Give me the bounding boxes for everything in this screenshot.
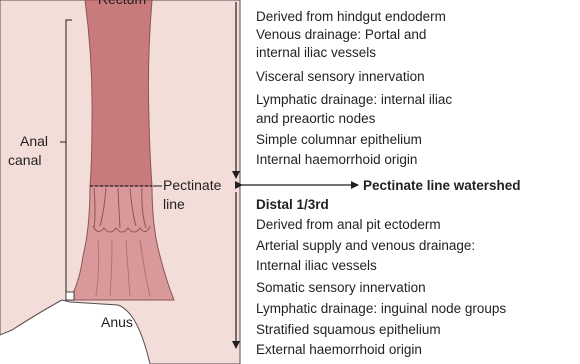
canal-label: canal — [8, 152, 41, 169]
proximal-item-8: Internal haemorrhoid origin — [256, 151, 417, 169]
distal-item-3: Internal iliac vessels — [256, 257, 377, 275]
proximal-item-6: and preaortic nodes — [256, 110, 375, 128]
watershed-label: Pectinate line watershed — [363, 177, 521, 195]
proximal-item-3: internal iliac vessels — [256, 44, 376, 62]
distal-title: Distal 1/3rd — [256, 196, 329, 214]
proximal-item-2: Venous drainage: Portal and — [256, 26, 426, 44]
proximal-item-5: Lymphatic drainage: internal iliac — [256, 91, 452, 109]
distal-item-7: External haemorrhoid origin — [256, 341, 422, 359]
proximal-item-1: Derived from hindgut endoderm — [256, 8, 446, 26]
rectum-shape — [85, 0, 152, 186]
proximal-item-4: Visceral sensory innervation — [256, 68, 425, 86]
distal-item-5: Lymphatic drainage: inguinal node groups — [256, 300, 506, 318]
distal-item-1: Derived from anal pit ectoderm — [256, 216, 441, 234]
line-label: line — [163, 196, 185, 213]
rectum-label: Rectum — [90, 0, 154, 8]
proximal-item-7: Simple columnar epithelium — [256, 131, 422, 149]
anal-label: Anal — [20, 133, 48, 150]
pectinate-label: Pectinate — [163, 177, 221, 194]
anus-label: Anus — [101, 314, 133, 331]
distal-item-6: Stratified squamous epithelium — [256, 321, 441, 339]
distal-item-2: Arterial supply and venous drainage: — [256, 237, 475, 255]
distal-item-4: Somatic sensory innervation — [256, 279, 426, 297]
